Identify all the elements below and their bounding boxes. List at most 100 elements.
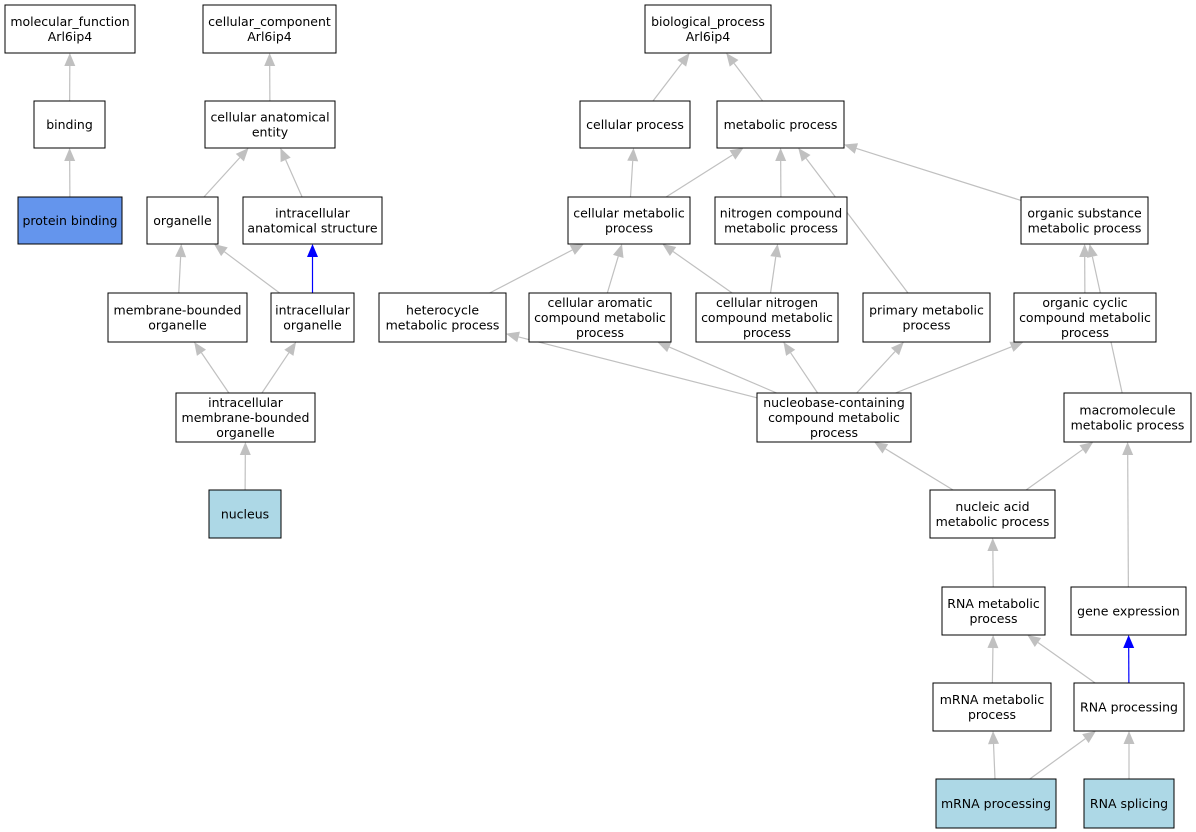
node-box (17, 196, 123, 245)
arrowhead-icon (64, 148, 76, 162)
arrowhead-icon (1079, 244, 1091, 258)
edge-line (224, 251, 281, 294)
node-label-line: process (1061, 325, 1109, 340)
node-label-line: entity (252, 125, 289, 140)
node-box (932, 682, 1052, 732)
node-box (146, 196, 219, 245)
edge-rnamp-to-namp (987, 538, 999, 588)
node-label-line: nucleus (221, 507, 269, 522)
node-label-line: biological_process (651, 14, 765, 29)
arrowhead-icon (987, 538, 999, 552)
edge-cae-to-cc_root (264, 53, 276, 102)
node-box (107, 292, 248, 343)
node-label-line: process (576, 325, 624, 340)
node-box (1013, 292, 1157, 343)
arrowhead-icon (506, 331, 520, 343)
node-box (644, 4, 772, 54)
go-term-node-protein_binding: protein binding (17, 196, 123, 245)
edge-namp-to-mmp (1025, 442, 1094, 491)
arrowhead-icon (239, 442, 251, 456)
edge-imbo-to-mbo (194, 342, 230, 394)
arrowhead-icon (612, 244, 624, 259)
node-label-line: membrane-bounded (114, 303, 242, 318)
arrowhead-icon (1082, 731, 1096, 744)
edge-ncmp-to-mp (775, 148, 787, 198)
node-label-line: gene expression (1077, 604, 1180, 619)
node-label-line: binding (46, 117, 93, 132)
node-label-line: process (810, 425, 858, 440)
node-label-line: RNA metabolic (947, 596, 1040, 611)
node-label-line: metabolic process (1071, 418, 1185, 433)
edge-mp-to-bp_root (726, 53, 764, 102)
edge-ias-to-cae (280, 148, 303, 198)
node-box (202, 4, 337, 54)
arrowhead-icon (844, 143, 859, 154)
edge-osmp-to-mp (844, 143, 1022, 202)
arrowhead-icon (1122, 442, 1134, 456)
node-label-line: cellular process (586, 117, 684, 132)
edge-line (203, 157, 241, 198)
arrowhead-icon (213, 244, 228, 257)
edge-line (261, 352, 290, 394)
node-label-line: organelle (148, 318, 207, 333)
node-label-line: macromolecule (1079, 403, 1175, 418)
node-label-line: compound metabolic (768, 410, 900, 425)
go-term-node-mrnap: mRNA processing (935, 778, 1057, 829)
node-label-line: process (743, 325, 791, 340)
arrowhead-icon (280, 148, 291, 163)
edge-line (285, 159, 303, 198)
arrowhead-icon (783, 342, 796, 356)
node-label-line: organic cyclic (1042, 295, 1127, 310)
arrowhead-icon (874, 442, 889, 454)
node-label-line: nucleic acid (955, 499, 1029, 514)
edge-cncmp-to-cmp (662, 244, 733, 294)
edge-ge-to-mmp (1122, 442, 1134, 588)
node-box (33, 100, 106, 149)
edge-line (1029, 738, 1086, 780)
go-term-node-mp: metabolic process (716, 100, 845, 149)
node-label-line: organelle (216, 425, 275, 440)
node-label-line: organelle (283, 318, 342, 333)
node-box (567, 196, 691, 245)
node-label-line: nitrogen compound (720, 206, 842, 221)
go-term-node-organelle: organelle (146, 196, 219, 245)
edge-line (672, 250, 733, 294)
edge-line (200, 352, 230, 394)
node-label-line: primary metabolic (869, 303, 984, 318)
arrowhead-icon (1123, 635, 1135, 649)
edge-cncmp-to-ncmp (769, 244, 782, 294)
node-box (714, 196, 848, 245)
node-box (929, 489, 1056, 539)
node-label-line: cellular anatomical (210, 110, 329, 125)
edge-namp-to-nbccmp (874, 442, 954, 491)
edge-line (769, 256, 777, 294)
edge-layer (64, 53, 1135, 780)
go-term-node-cp: cellular process (579, 100, 691, 149)
node-box (4, 4, 136, 54)
arrowhead-icon (175, 244, 187, 258)
arrowhead-icon (662, 244, 677, 256)
node-label-line: metabolic process (936, 514, 1050, 529)
arrowhead-icon (235, 148, 249, 162)
node-box (378, 292, 507, 343)
arrowhead-icon (1027, 635, 1042, 648)
edge-nbccmp-to-cacmp (657, 342, 777, 394)
node-label-line: process (969, 611, 1017, 626)
arrowhead-icon (264, 53, 276, 67)
edge-rnap-to-rnamp (1027, 635, 1096, 684)
edge-protein_binding-to-binding (64, 148, 76, 198)
node-label-line: metabolic process (724, 117, 838, 132)
edge-mrnap-to-rnap (1029, 731, 1096, 780)
